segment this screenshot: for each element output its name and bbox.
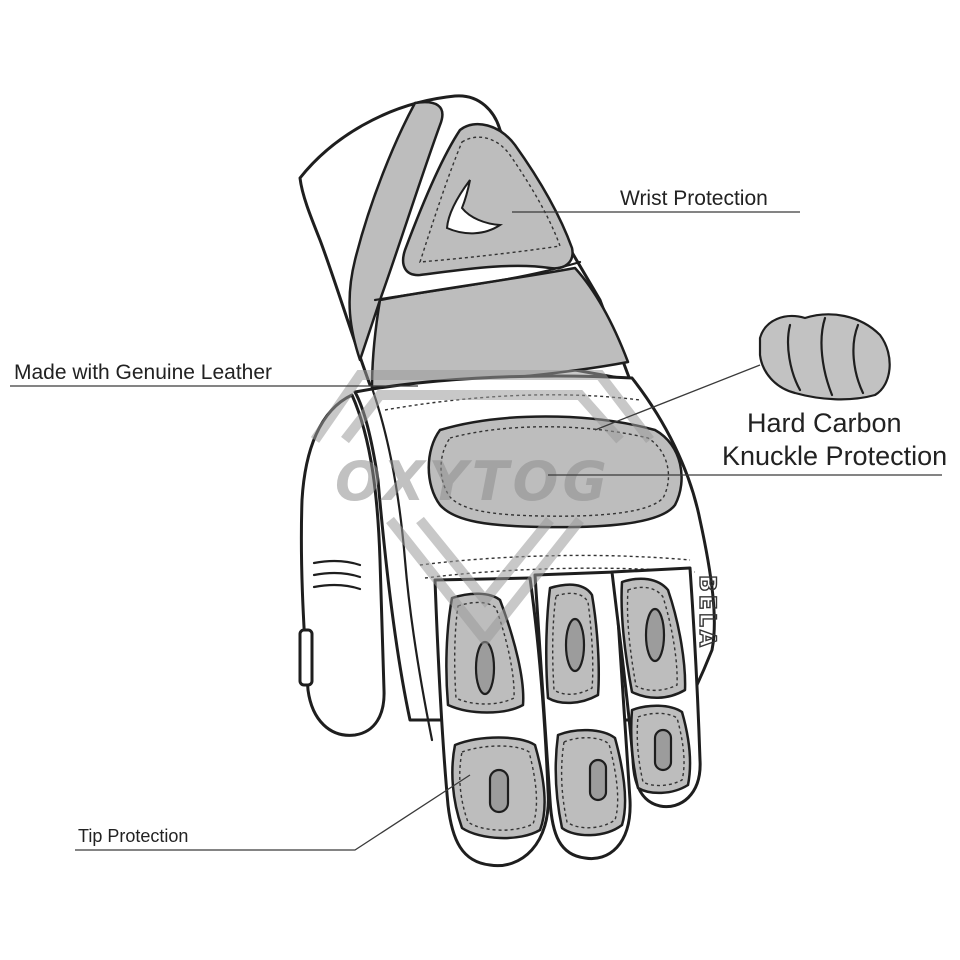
wrist-protector bbox=[401, 122, 574, 277]
label-knuckle-line1: Hard Carbon bbox=[747, 408, 902, 438]
leader-knuckle-icon bbox=[594, 364, 761, 431]
glove-thumb bbox=[299, 393, 386, 737]
watermark-text: OXYTOG bbox=[335, 450, 611, 513]
brand-mark: BELA bbox=[694, 575, 719, 650]
wrist-vent-icon bbox=[445, 179, 504, 235]
label-knuckle-line2: Knuckle Protection bbox=[722, 441, 947, 471]
thumb-ribs bbox=[298, 559, 362, 687]
knuckle-carbon-plate bbox=[427, 415, 683, 529]
fingertip-plates bbox=[451, 704, 692, 840]
label-tip-protection: Tip Protection bbox=[78, 826, 188, 846]
watermark-logo: OXYTOG bbox=[310, 370, 654, 649]
leader-tip bbox=[75, 774, 471, 851]
cuff-side-panel bbox=[348, 101, 444, 362]
label-genuine-leather: Made with Genuine Leather bbox=[14, 361, 272, 384]
label-wrist-protection: Wrist Protection bbox=[620, 187, 768, 210]
fist-icon bbox=[758, 313, 891, 401]
